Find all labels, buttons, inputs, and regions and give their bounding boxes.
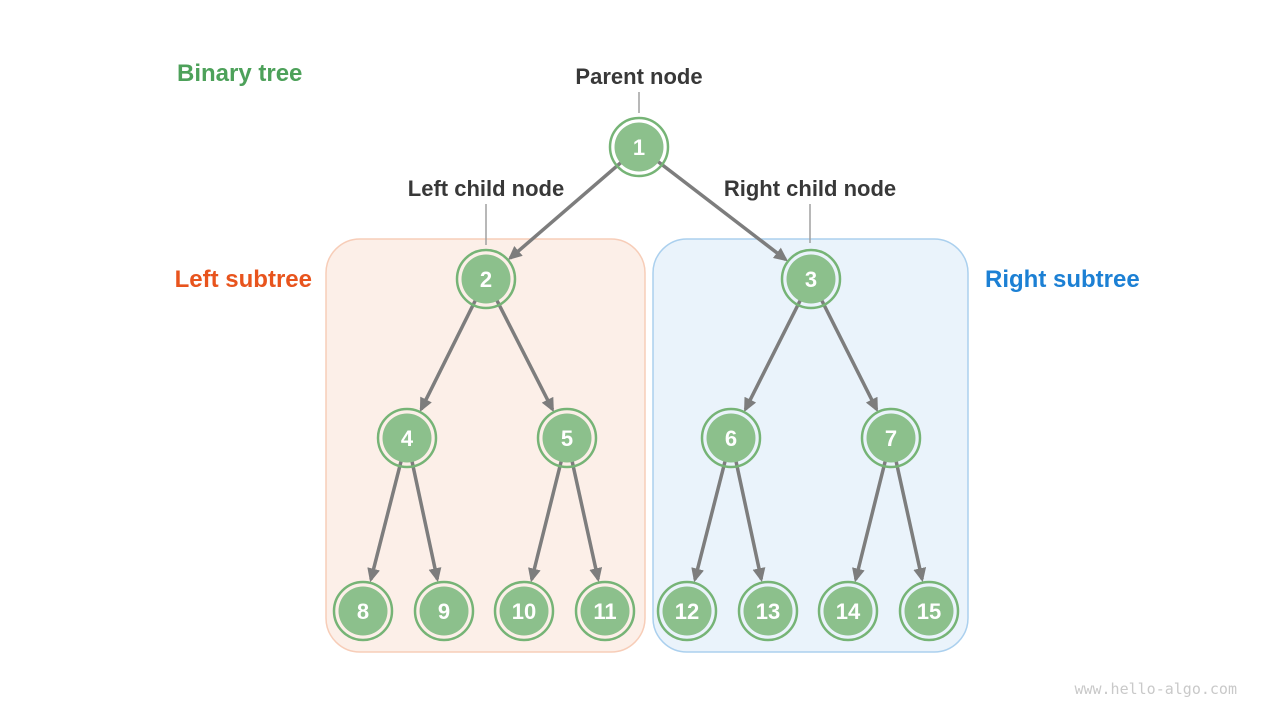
node-13-disc xyxy=(743,586,793,636)
node-11-value: 11 xyxy=(593,599,616,624)
parent-node-label: Parent node xyxy=(575,64,702,89)
node-1-ring xyxy=(608,116,670,178)
diagram-title: Binary tree xyxy=(177,60,302,87)
watermark: www.hello-algo.com xyxy=(1074,680,1237,698)
node-6: 6 xyxy=(700,407,762,469)
node-6-disc xyxy=(706,413,756,463)
node-2-disc xyxy=(461,254,511,304)
right-child-node-label: Right child node xyxy=(724,176,896,201)
node-15-ring xyxy=(898,580,960,642)
node-14-value: 14 xyxy=(836,599,861,624)
left-child-node-label: Left child node xyxy=(408,176,564,201)
node-10: 10 xyxy=(493,580,555,642)
node-12-disc xyxy=(662,586,712,636)
node-9-value: 9 xyxy=(438,599,450,624)
node-14-ring xyxy=(817,580,879,642)
node-7-disc xyxy=(866,413,916,463)
tree-nodes: 1 2 3 4 5 xyxy=(332,116,960,642)
node-13-ring xyxy=(737,580,799,642)
node-6-ring xyxy=(700,407,762,469)
node-1-disc xyxy=(614,122,664,172)
node-12-value: 12 xyxy=(675,599,699,624)
node-11: 11 xyxy=(574,580,636,642)
node-6-value: 6 xyxy=(725,426,737,451)
node-11-ring xyxy=(574,580,636,642)
node-10-disc xyxy=(499,586,549,636)
node-5-ring xyxy=(536,407,598,469)
node-12-ring xyxy=(656,580,718,642)
node-9-ring xyxy=(413,580,475,642)
node-4-value: 4 xyxy=(401,426,414,451)
annotation-connectors xyxy=(485,92,811,245)
edge-1-3 xyxy=(637,145,788,262)
node-7-value: 7 xyxy=(885,426,897,451)
node-4-ring xyxy=(376,407,438,469)
node-8-value: 8 xyxy=(357,599,369,624)
node-13: 13 xyxy=(737,580,799,642)
node-3-ring xyxy=(780,248,842,310)
node-15-disc xyxy=(904,586,954,636)
node-5: 5 xyxy=(536,407,598,469)
node-14: 14 xyxy=(817,580,879,642)
node-9: 9 xyxy=(413,580,475,642)
node-13-value: 13 xyxy=(756,599,780,624)
node-5-value: 5 xyxy=(561,426,573,451)
node-5-disc xyxy=(542,413,592,463)
node-14-disc xyxy=(823,586,873,636)
node-15: 15 xyxy=(898,580,960,642)
node-1-value: 1 xyxy=(633,135,645,160)
node-3-disc xyxy=(786,254,836,304)
node-3-value: 3 xyxy=(805,267,817,292)
node-8-ring xyxy=(332,580,394,642)
node-2-ring xyxy=(455,248,517,310)
node-7-ring xyxy=(860,407,922,469)
node-2: 2 xyxy=(455,248,517,310)
node-4-disc xyxy=(382,413,432,463)
node-11-disc xyxy=(580,586,630,636)
node-8: 8 xyxy=(332,580,394,642)
node-12: 12 xyxy=(656,580,718,642)
left-subtree-label: Left subtree xyxy=(175,266,312,293)
node-7: 7 xyxy=(860,407,922,469)
node-8-disc xyxy=(338,586,388,636)
node-4: 4 xyxy=(376,407,438,469)
node-10-ring xyxy=(493,580,555,642)
node-3: 3 xyxy=(780,248,842,310)
node-2-value: 2 xyxy=(480,267,492,292)
right-subtree-label: Right subtree xyxy=(985,266,1140,293)
node-15-value: 15 xyxy=(917,599,941,624)
node-1: 1 xyxy=(608,116,670,178)
node-10-value: 10 xyxy=(512,599,536,624)
node-9-disc xyxy=(419,586,469,636)
